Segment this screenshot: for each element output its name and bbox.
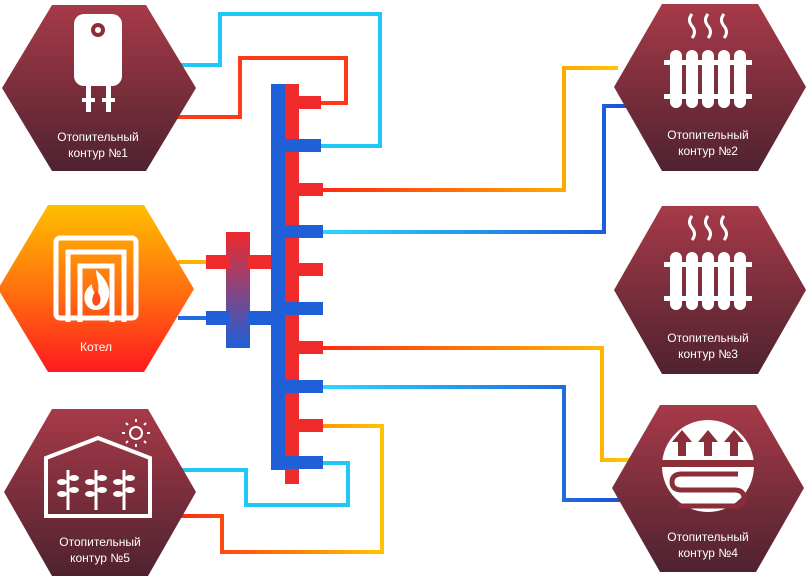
circuit3-label-line2: контур №3 xyxy=(678,347,738,361)
boiler-fire-icon xyxy=(53,235,139,322)
circuit2-label-line2: контур №2 xyxy=(678,144,738,158)
underfloor-heating-icon xyxy=(660,420,756,512)
node-circuit1[interactable]: Отопительный контур №1 xyxy=(2,5,196,171)
pipe-circuit2-supply xyxy=(320,66,618,192)
circuit3-label-line1: Отопительный xyxy=(667,331,748,345)
separator-cold-outlet xyxy=(206,311,230,325)
radiator-icon xyxy=(664,13,752,108)
circuit5-label-line1: Отопительный xyxy=(59,535,140,549)
cold-outlets xyxy=(285,139,323,469)
circuit4-label-line1: Отопительный xyxy=(667,530,748,544)
separator-cold-link xyxy=(248,311,274,325)
node-circuit5[interactable]: Отопительный контур №5 xyxy=(4,409,196,576)
circuit5-label-line2: контур №5 xyxy=(70,551,130,565)
node-circuit2[interactable]: Отопительный контур №2 xyxy=(614,4,806,171)
cold-collector xyxy=(271,84,285,470)
pipe-circuit5-supply xyxy=(180,424,384,554)
water-heater-icon xyxy=(74,14,122,112)
node-boiler[interactable]: Котел xyxy=(0,205,194,372)
pipe-circuit4-supply xyxy=(320,346,630,462)
pipe-circuit1-supply xyxy=(176,56,348,119)
sun-icon xyxy=(122,419,150,447)
flame-icon xyxy=(84,270,110,310)
pipe-circuit1-return xyxy=(176,12,382,148)
circuit4-label-line2: контур №4 xyxy=(678,546,738,560)
separator-hot-link xyxy=(248,255,278,269)
separator-hot-inlet xyxy=(206,255,230,269)
hydraulic-separator xyxy=(226,232,250,348)
hot-outlets xyxy=(299,96,323,432)
pipe-circuit2-return xyxy=(320,104,628,234)
node-circuit4[interactable]: Отопительный контур №4 xyxy=(612,405,804,572)
pipe-circuit5-return xyxy=(180,461,350,507)
boiler-label: Котел xyxy=(80,340,112,354)
circuit2-label-line1: Отопительный xyxy=(667,128,748,142)
manifold xyxy=(206,84,323,484)
radiator-icon xyxy=(664,215,752,310)
plant-leaves xyxy=(57,475,135,497)
circuit1-label-line1: Отопительный xyxy=(57,130,138,144)
pipe-circuit4-return xyxy=(320,385,622,502)
pipes xyxy=(176,12,630,554)
node-circuit3[interactable]: Отопительный контур №3 xyxy=(614,206,806,374)
circuit1-label-line2: контур №1 xyxy=(68,146,128,160)
greenhouse-icon xyxy=(44,435,152,518)
